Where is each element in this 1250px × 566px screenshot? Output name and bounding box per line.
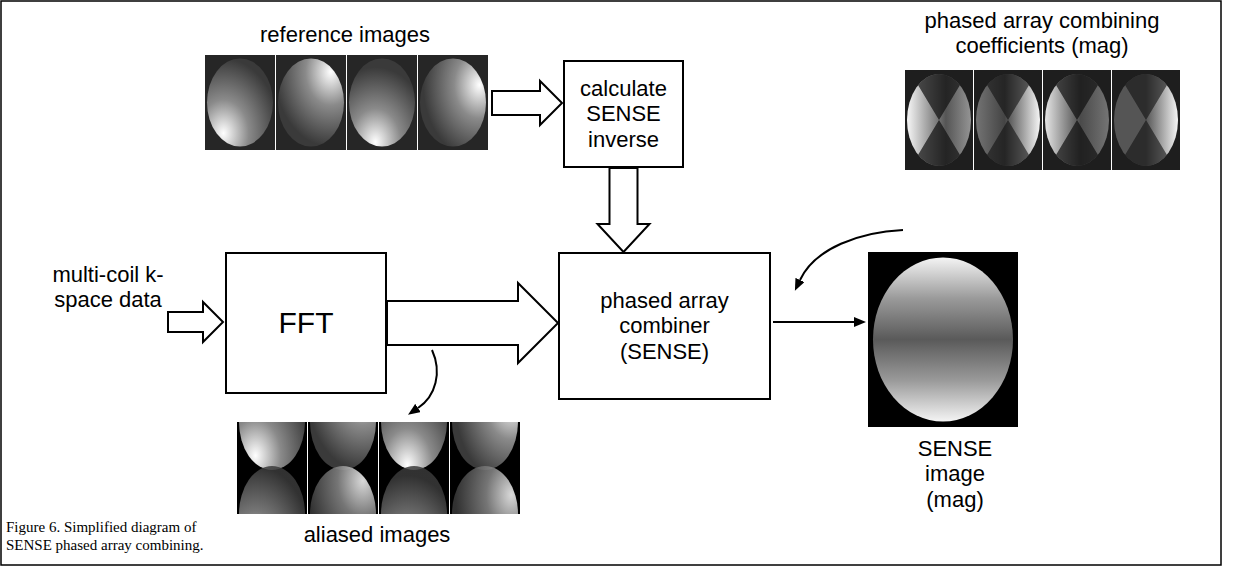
input-label: multi-coil k-space data: [48, 262, 168, 313]
process-box: FFT: [225, 252, 387, 394]
hollow-arrow: [492, 81, 562, 125]
box-label: FFT: [279, 306, 334, 341]
pointer-arrow: [418, 350, 437, 408]
figure-frame: [1, 1, 1221, 565]
hollow-arrow: [168, 302, 223, 342]
aliased-images: [237, 374, 520, 562]
process-box: phased array combiner (SENSE): [558, 252, 771, 400]
sense-image: [868, 252, 1018, 427]
process-box: calculate SENSE inverse: [563, 60, 684, 168]
figure-caption: Figure 6. Simplified diagram of SENSE ph…: [6, 518, 234, 554]
reference-images: [205, 55, 488, 150]
box-label: phased array combiner (SENSE): [585, 288, 745, 364]
pointer-arrow: [800, 230, 903, 280]
image-group-label: phased array combining coefficients (mag…: [897, 8, 1187, 59]
box-label: calculate SENSE inverse: [571, 76, 676, 152]
output-arrow: [773, 321, 854, 323]
image-group-label: reference images: [225, 22, 465, 47]
output-label: SENSE image (mag): [905, 436, 1005, 512]
block-arrow: [598, 168, 650, 252]
block-arrow: [387, 283, 558, 363]
coefficient-images: [905, 70, 1180, 170]
image-group-label: aliased images: [277, 522, 477, 547]
